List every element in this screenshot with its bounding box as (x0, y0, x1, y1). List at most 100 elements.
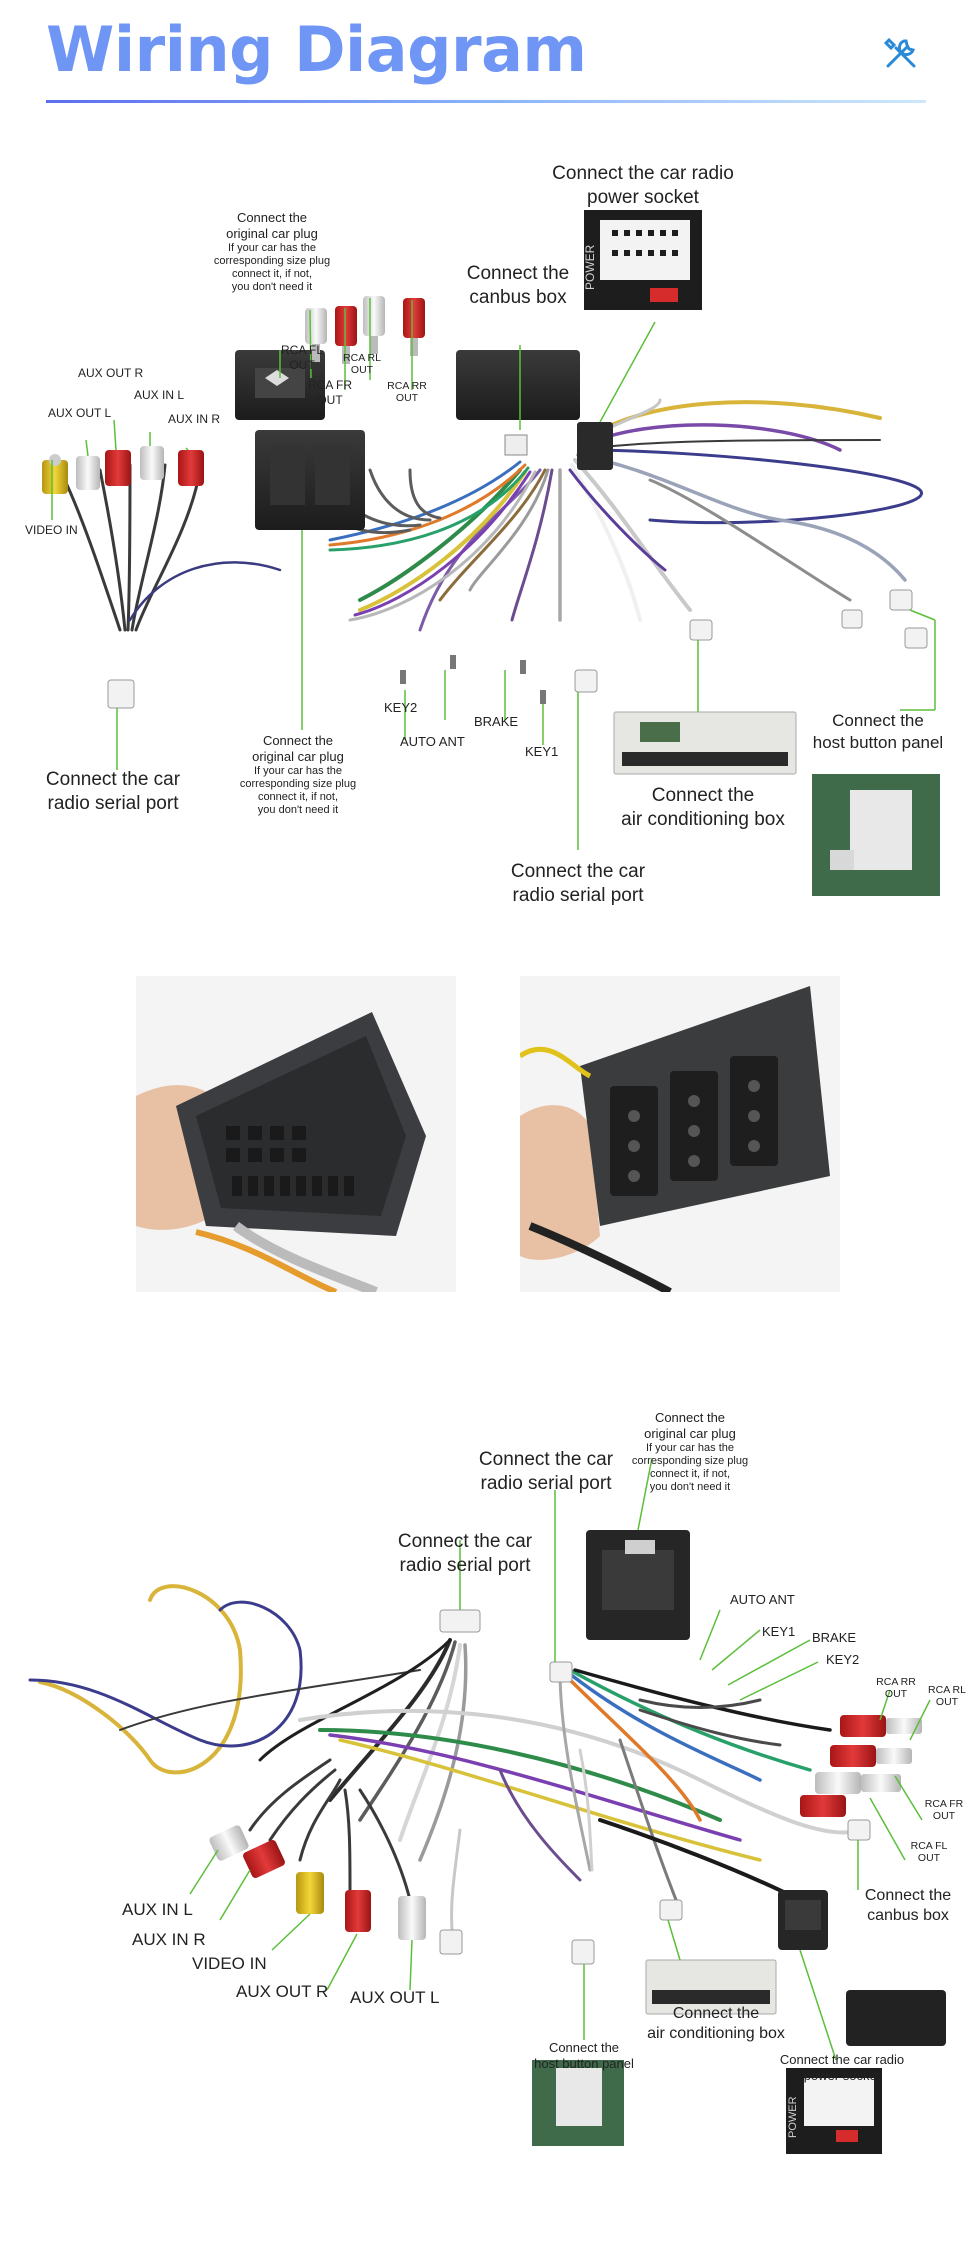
top-original-plug2-title2: original car plug (252, 749, 344, 764)
top-original-plug-note3: connect it, if not, (231, 268, 313, 280)
top-rca-fr-out-label: RCA FR OUT (308, 378, 352, 408)
top-auto-ant-label: AUTO ANT (400, 734, 465, 749)
bottom-host-button-panel-label: Connect the host button panel (534, 2040, 634, 2072)
bottom-original-plug-note3: connect it, if not, (649, 1468, 731, 1480)
top-serial-center-line2: radio serial port (512, 885, 644, 906)
top-host-line2: host button panel (812, 733, 944, 752)
bottom-rca-rl-line2: OUT (935, 1696, 959, 1708)
top-rca-rl-line1: RCA RL (343, 352, 381, 364)
bottom-rca-rr-out-label: RCA RR OUT (876, 1676, 916, 1700)
bottom-aux-out-r-label: AUX OUT R (236, 1982, 329, 2001)
top-original-plug2-note1: If your car has the (253, 765, 343, 777)
top-original-plug-note2: corresponding size plug (213, 255, 331, 267)
connector-photo-left (136, 976, 456, 1292)
top-air-line1: Connect the (651, 785, 755, 806)
top-rca-fl-line2: OUT (289, 358, 315, 372)
bottom-canbus-label: Connect the canbus box (865, 1886, 951, 1926)
top-rca-fl-line1: RCA FL (280, 343, 324, 357)
bottom-rca-fl-line1: RCA FL (910, 1840, 948, 1852)
top-rca-rl-line2: OUT (350, 364, 374, 376)
top-canbus-line1: Connect the (466, 263, 570, 284)
top-key2-label: KEY2 (384, 700, 418, 715)
top-canbus-label: Connect the canbus box (467, 262, 569, 310)
top-serial-port-left-label: Connect the car radio serial port (46, 768, 180, 816)
bottom-rca-rl-line1: RCA RL (928, 1684, 966, 1696)
top-host-line1: Connect the (832, 711, 924, 730)
bottom-host-line1: Connect the (548, 2040, 620, 2055)
bottom-rca-fl-line2: OUT (917, 1852, 941, 1864)
bottom-canbus-line2: canbus box (867, 1907, 949, 1924)
bottom-key2-label: KEY2 (826, 1652, 860, 1667)
bottom-video-in-label: VIDEO IN (192, 1954, 267, 1973)
bottom-original-plug-note1: If your car has the (645, 1442, 735, 1454)
bottom-serial-port-1-label: Connect the car radio serial port (479, 1448, 613, 1496)
top-canbus-line2: canbus box (469, 287, 567, 308)
bottom-rca-rr-line1: RCA RR (876, 1676, 916, 1688)
top-power-socket-line1: Connect the car radio (552, 163, 734, 184)
top-rca-fr-line2: OUT (317, 393, 343, 407)
bottom-brake-label: BRAKE (812, 1630, 857, 1645)
bottom-original-plug-title1: Connect the (654, 1410, 726, 1425)
top-original-plug-title1: Connect the (236, 210, 308, 225)
top-rca-fl-out-label: RCA FL OUT (281, 343, 323, 373)
top-rca-fr-line1: RCA FR (307, 378, 353, 392)
bottom-serial1-line1: Connect the car (478, 1449, 614, 1470)
bottom-power-socket-label: Connect the car radio power socket (780, 2052, 904, 2084)
top-harness-diagram: POWER (42, 210, 940, 896)
bottom-serial2-line2: radio serial port (399, 1555, 531, 1576)
bottom-original-plug-label: Connect the original car plug If your ca… (632, 1410, 748, 1494)
top-original-plug2-note3: connect it, if not, (257, 791, 339, 803)
bottom-air-line1: Connect the (672, 2005, 760, 2022)
top-serial-left-line1: Connect the car (45, 769, 181, 790)
top-rca-rr-out-label: RCA RR OUT (387, 380, 427, 404)
top-aux-out-r-label: AUX OUT R (78, 366, 144, 380)
bottom-canbus-line1: Connect the (864, 1887, 952, 1904)
top-original-plug2-note4: you don't need it (257, 804, 339, 816)
page-title: Wiring Diagram (46, 13, 587, 86)
top-original-plug-note1: If your car has the (227, 242, 317, 254)
top-rca-rr-line2: OUT (395, 392, 419, 404)
bottom-air-line2: air conditioning box (647, 2025, 785, 2042)
top-original-plug-label: Connect the original car plug If your ca… (214, 210, 330, 294)
bottom-air-conditioning-label: Connect the air conditioning box (647, 2004, 785, 2044)
top-serial-port-center-label: Connect the car radio serial port (511, 860, 645, 908)
top-original-plug-label-2: Connect the original car plug If your ca… (240, 733, 356, 817)
top-power-socket-line2: power socket (587, 187, 699, 208)
top-original-plug2-note2: corresponding size plug (239, 778, 357, 790)
top-host-button-panel-label: Connect the host button panel (813, 710, 943, 754)
bottom-aux-out-l-label: AUX OUT L (350, 1988, 440, 2007)
bottom-aux-in-l-label: AUX IN L (122, 1900, 193, 1919)
svg-text:POWER: POWER (787, 2096, 799, 2138)
bottom-auto-ant-label: AUTO ANT (730, 1592, 795, 1607)
top-aux-in-r-label: AUX IN R (168, 412, 221, 426)
top-video-in-label: VIDEO IN (25, 523, 78, 537)
top-original-plug-title2: original car plug (226, 226, 318, 241)
bottom-power-line1: Connect the car radio (779, 2052, 905, 2067)
bottom-host-line2: host button panel (534, 2056, 634, 2071)
bottom-rca-rl-out-label: RCA RL OUT (928, 1684, 966, 1708)
svg-text:POWER: POWER (583, 244, 597, 290)
bottom-original-plug-title2: original car plug (644, 1426, 736, 1441)
bottom-aux-in-r-label: AUX IN R (132, 1930, 206, 1949)
top-rca-rr-line1: RCA RR (387, 380, 427, 392)
bottom-rca-rr-line2: OUT (884, 1688, 908, 1700)
top-brake-label: BRAKE (474, 714, 519, 729)
bottom-serial2-line1: Connect the car (397, 1531, 533, 1552)
top-aux-in-l-label: AUX IN L (134, 388, 185, 402)
top-aux-out-l-label: AUX OUT L (48, 406, 112, 420)
bottom-rca-fr-line1: RCA FR (924, 1798, 964, 1810)
bottom-power-line2: power socket (803, 2068, 881, 2083)
bottom-original-plug-note2: corresponding size plug (631, 1455, 749, 1467)
top-power-socket-label: Connect the car radio power socket (552, 162, 734, 210)
top-serial-center-line1: Connect the car (510, 861, 646, 882)
bottom-rca-fr-out-label: RCA FR OUT (925, 1798, 964, 1822)
bottom-original-plug-note4: you don't need it (649, 1481, 731, 1493)
top-serial-left-line2: radio serial port (47, 793, 179, 814)
tools-icon (883, 37, 916, 68)
bottom-rca-fl-out-label: RCA FL OUT (911, 1840, 948, 1864)
top-air-conditioning-label: Connect the air conditioning box (621, 784, 785, 832)
bottom-rca-fr-line2: OUT (932, 1810, 956, 1822)
bottom-harness-diagram: POWER (28, 1457, 946, 2154)
bottom-serial1-line2: radio serial port (480, 1473, 612, 1494)
top-original-plug2-title1: Connect the (262, 733, 334, 748)
